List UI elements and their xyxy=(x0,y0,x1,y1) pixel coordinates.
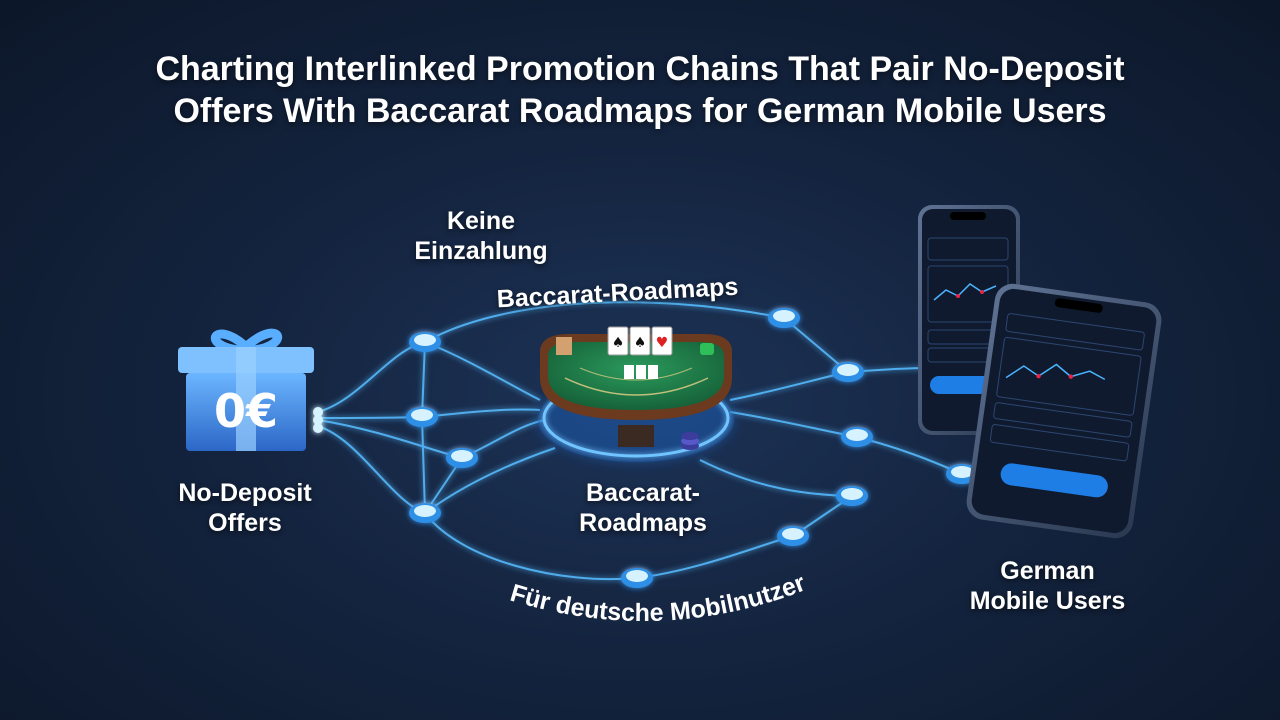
link-arc-top xyxy=(424,301,785,343)
smartphone-icon-front xyxy=(966,283,1162,539)
node-gift-port-1 xyxy=(313,407,323,417)
link-gift-to-node-a xyxy=(317,341,426,413)
link-node-c-to-table xyxy=(424,447,556,514)
node-a xyxy=(409,332,441,352)
link-node-b-to-c xyxy=(421,416,426,514)
link-bottom-to-right xyxy=(636,535,794,579)
link-arc-bottom xyxy=(424,512,638,581)
node-j xyxy=(777,526,809,546)
svg-text:♥: ♥ xyxy=(656,335,669,351)
playing-cards: ♠ ♠ ♥ xyxy=(607,326,673,356)
node-b xyxy=(406,407,438,427)
node-k xyxy=(621,568,653,588)
link-node-a-to-b xyxy=(421,341,426,418)
node-c xyxy=(409,503,441,523)
node-e xyxy=(768,308,800,328)
link-right-3-to-4 xyxy=(856,436,963,475)
link-table-to-right-2 xyxy=(729,371,849,401)
small-cards xyxy=(624,365,658,379)
title-line-1: Charting Interlinked Promotion Chains Th… xyxy=(155,50,1125,88)
node-gift-port-3 xyxy=(313,423,323,433)
link-gift-to-node-d xyxy=(317,419,463,459)
link-right-1 xyxy=(783,317,849,373)
german-mobile-users-label: German Mobile Users xyxy=(969,557,1126,615)
no-deposit-offers-label: No-Deposit Offers xyxy=(178,479,312,537)
title-line-2: Offers With Baccarat Roadmaps for German… xyxy=(173,92,1107,130)
svg-text:♠: ♠ xyxy=(634,335,647,351)
link-node-b-to-table xyxy=(421,408,541,418)
gift-amount: 0€ xyxy=(214,384,278,438)
roadmaps-center-label: Baccarat- Roadmaps xyxy=(579,479,707,537)
svg-text:♠: ♠ xyxy=(612,335,625,351)
link-table-to-right-3 xyxy=(729,411,858,438)
baccarat-table-icon: ♠ ♠ ♥ xyxy=(538,326,734,462)
link-node-a-to-table xyxy=(424,341,541,401)
gift-icon: 0€ xyxy=(178,328,314,451)
node-f xyxy=(832,362,864,382)
node-g xyxy=(841,427,873,447)
node-d xyxy=(446,448,478,468)
node-i xyxy=(836,486,868,506)
node-gift-port-2 xyxy=(313,415,323,425)
page-title: Charting Interlinked Promotion Chains Th… xyxy=(40,48,1240,132)
keine-einzahlung-label: Keine Einzahlung xyxy=(414,207,548,265)
chip-stack xyxy=(681,432,699,450)
fuer-deutsche-label: Für deutsche Mobilnutzer xyxy=(507,569,809,627)
